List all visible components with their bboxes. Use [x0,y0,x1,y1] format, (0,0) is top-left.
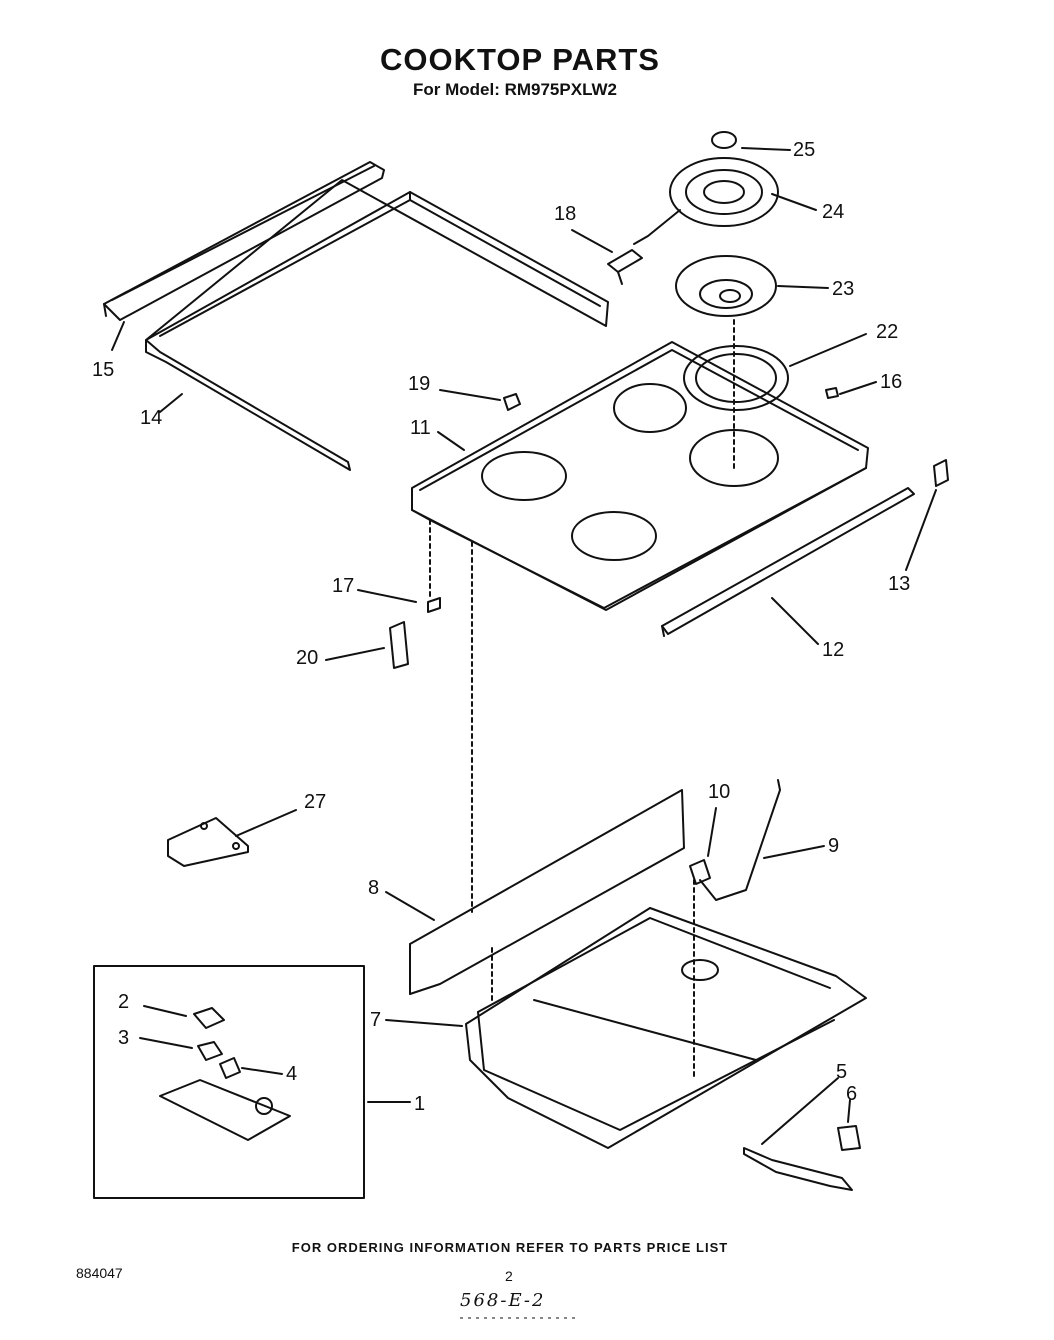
part-24-element [633,157,779,245]
callout-17: 17 [332,575,354,597]
callout-9: 9 [828,835,839,857]
part-1-switch-assembly [159,1079,291,1141]
handwritten-code: 568-E-2 [460,1290,546,1311]
part-11-cooktop [411,341,869,611]
page-number: 2 [505,1268,513,1284]
part-5-strap [743,1147,853,1191]
callout-8: 8 [368,877,379,899]
callout-24: 24 [822,201,844,223]
callout-1: 1 [414,1093,425,1115]
part-25-center [711,131,737,149]
callout-2: 2 [118,991,129,1013]
callout-18: 18 [554,203,576,225]
part-22-trim-ring [683,345,789,411]
callout-5: 5 [836,1061,847,1083]
part-16-clip [825,387,839,399]
part-12-front-trim [661,487,915,637]
ordering-info-note: FOR ORDERING INFORMATION REFER TO PARTS … [291,1240,729,1255]
callout-12: 12 [822,639,844,661]
part-15-rear-trim [103,161,385,321]
callout-16: 16 [880,371,902,393]
document-number: 884047 [76,1265,123,1281]
callout-22: 22 [876,321,898,343]
callout-10: 10 [708,781,730,803]
callout-27: 27 [304,791,326,813]
part-4-insulator [219,1057,241,1079]
callout-13: 13 [888,573,910,595]
callout-3: 3 [118,1027,129,1049]
part-1-switch-box [93,965,365,1199]
part-18-receptacle [607,249,643,285]
callout-4: 4 [286,1063,297,1085]
callout-19: 19 [408,373,430,395]
part-20-bracket [389,621,409,669]
callout-15: 15 [92,359,114,381]
part-9-rod [699,779,781,901]
part-17-bracket [427,597,441,613]
callout-14: 14 [140,407,162,429]
callout-23: 23 [832,278,854,300]
part-27-bracket [167,817,249,867]
part-6-clip [837,1125,861,1151]
part-13-end-cap [933,459,949,487]
part-3-plate [197,1041,223,1061]
part-2-switch [193,1007,225,1029]
part-10-clip [689,859,711,885]
part-7-burner-box [465,907,867,1149]
page-title: COOKTOP PARTS [380,42,660,77]
callout-11: 11 [410,417,431,439]
model-subtitle: For Model: RM975PXLW2 [412,80,618,99]
part-23-drip-bowl [675,255,777,317]
part-14-frame [145,179,609,471]
part-8-panel [409,789,685,995]
callout-6: 6 [846,1083,857,1105]
callout-7: 7 [370,1009,381,1031]
part-19-clip [503,393,521,411]
callout-25: 25 [793,139,815,161]
callout-20: 20 [296,647,318,669]
